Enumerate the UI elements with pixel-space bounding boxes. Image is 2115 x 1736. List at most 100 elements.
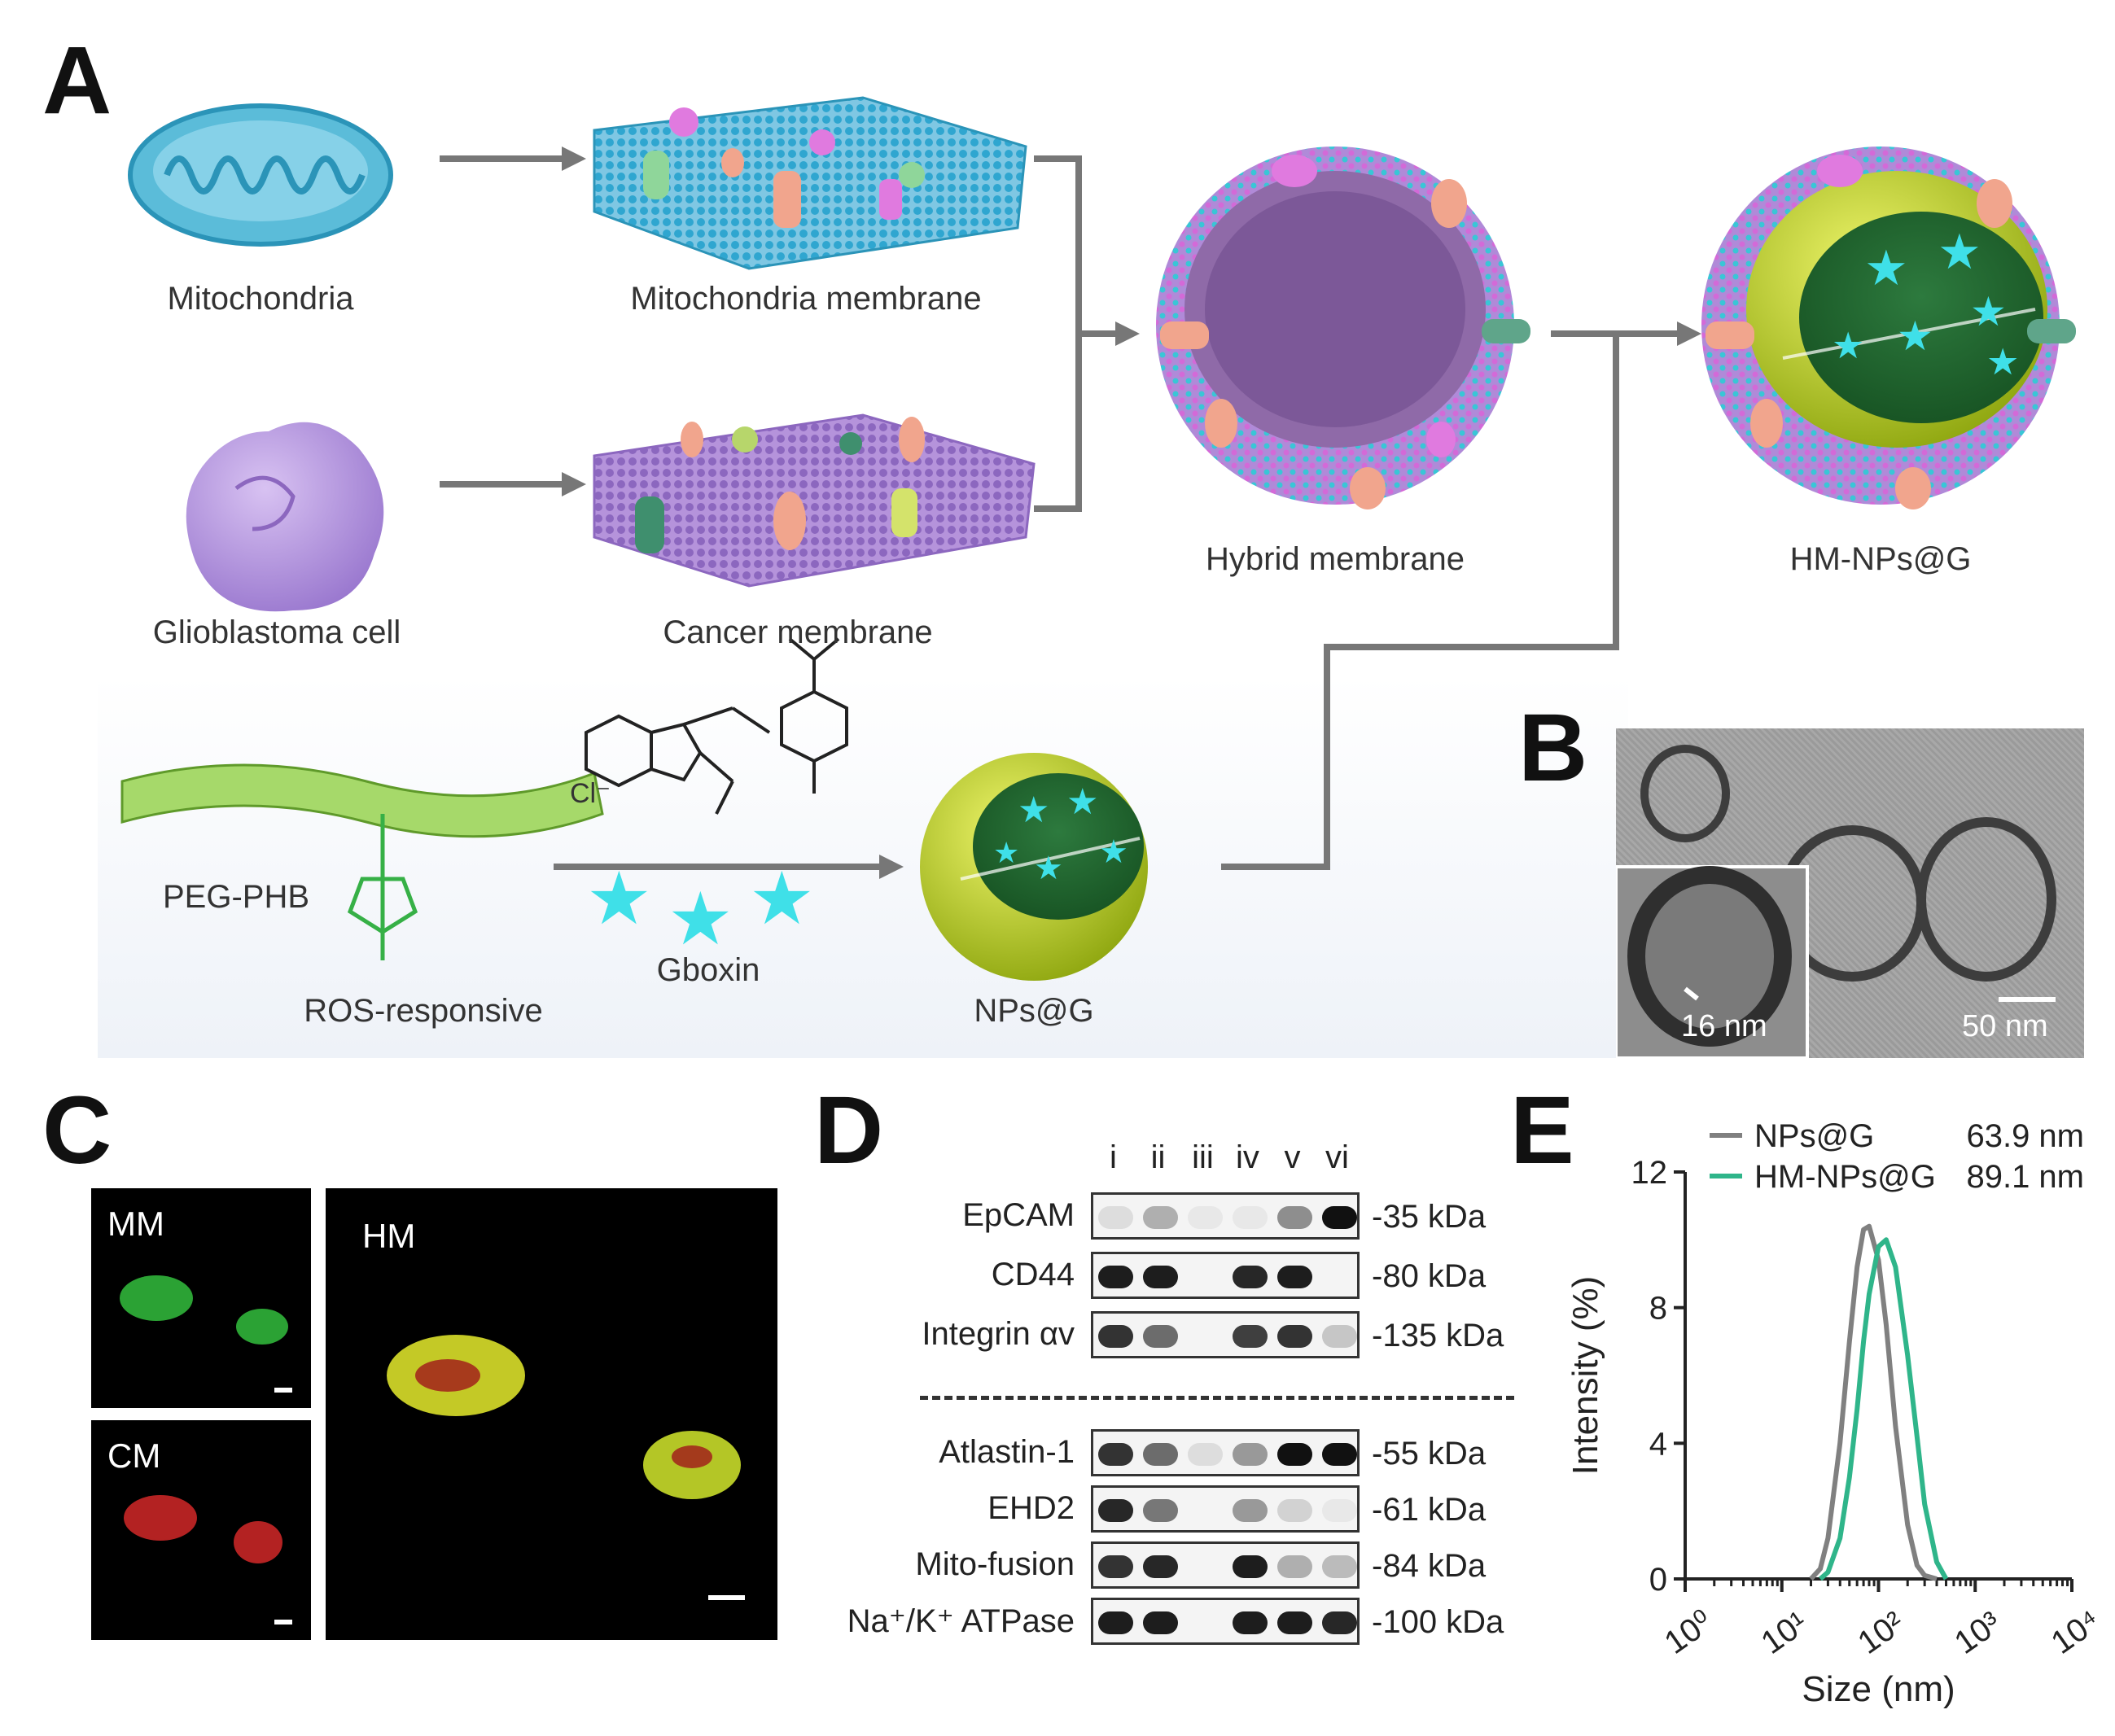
tem-particles [1614,745,2056,1060]
legend-name-2: HM-NPs@G [1754,1159,1936,1195]
caption-gboxin: Gboxin [656,952,760,988]
blot-band [1277,1443,1312,1466]
cm-signal [124,1495,282,1563]
scale-bar-main [1999,997,2056,1002]
x-axis-label: Size (nm) [1802,1669,1955,1709]
svg-text:★: ★ [668,879,733,960]
blot-strip [1091,1252,1360,1299]
blot-row-kda: -35 kDa [1372,1199,1487,1235]
svg-text:★: ★ [1897,313,1933,359]
caption-hm-nps: HM-NPs@G [1789,541,1972,577]
blot-strip [1091,1311,1360,1358]
blot-strip [1091,1541,1360,1589]
blot-band [1098,1555,1133,1578]
blot-band [1322,1611,1357,1634]
scale-bar-hm [708,1595,745,1600]
caption-mitochondria: Mitochondria [167,281,354,317]
blot-band [1143,1499,1178,1522]
lane-label-3: iii [1192,1139,1214,1175]
x-tick-label: 10³ [1948,1605,2008,1661]
blot-band [1098,1443,1133,1466]
scale-bar-mm [274,1388,292,1393]
legend-name-1: NPs@G [1754,1123,1874,1154]
nps-g-illustration: ★★ ★★ ★ [920,753,1148,981]
legend-size-2: 89.1 nm [1966,1159,2084,1195]
svg-text:★: ★ [749,859,815,940]
blot-band [1233,1266,1268,1288]
svg-text:★: ★ [993,836,1019,869]
blot-band [1233,1499,1268,1522]
blot-band [1098,1499,1133,1522]
caption-peg-phb: PEG-PHB [163,879,310,915]
hm-nps-illustration: ★★ ★★ ★★ [1701,146,2076,509]
legend-size-1: 63.9 nm [1966,1123,2084,1154]
blot-row-label: Integrin αv [922,1316,1075,1352]
mitochondria-membrane-illustration [593,96,1027,270]
scale-label-inset: 16 nm [1681,1009,1767,1043]
fluorescence-cm-label: CM [107,1436,161,1475]
fluorescence-mm-label: MM [107,1205,164,1243]
blot-band [1233,1325,1268,1348]
blot-band [1143,1555,1178,1578]
panel-label-c: C [42,1077,112,1184]
blot-band [1143,1611,1178,1634]
x-tick-label: 10² [1851,1605,1911,1661]
y-tick-label: 8 [1649,1291,1667,1327]
blot-band [1098,1611,1133,1634]
arrows [440,146,1701,879]
blot-divider [920,1396,1514,1400]
blot-row-kda: -80 kDa [1372,1258,1487,1294]
blot-band [1233,1611,1268,1634]
series-line-2 [1819,1237,1949,1581]
blot-row-kda: -55 kDa [1372,1436,1487,1471]
blot-band [1322,1555,1357,1578]
caption-mitochondria-membrane: Mitochondria membrane [630,281,982,317]
svg-text:★: ★ [1864,241,1908,295]
gboxin-molecule-illustration [585,637,848,815]
caption-glioblastoma-cell: Glioblastoma cell [152,614,401,650]
caption-nps-g: NPs@G [974,993,1094,1029]
blot-band [1098,1206,1133,1229]
blot-band [1277,1266,1312,1288]
peg-phb-polymer-illustration [120,763,604,960]
blot-band [1143,1443,1178,1466]
gboxin-stars: ★ ★ ★ [586,859,815,960]
blot-band [1322,1206,1357,1229]
mm-signal [120,1275,288,1345]
blot-band [1233,1206,1268,1229]
panel-label-a: A [42,27,112,134]
scale-bar-cm [274,1620,292,1624]
tem-image: 16 nm 50 nm [1614,728,2084,1060]
blot-band [1233,1443,1268,1466]
blot-row-label: EpCAM [962,1197,1075,1233]
svg-text:★: ★ [1018,790,1049,830]
lane-label-4: iv [1236,1139,1259,1175]
svg-text:★: ★ [1938,225,1981,279]
glioblastoma-cell-illustration [186,422,384,612]
fluorescence-hm-label: HM [362,1217,416,1255]
y-tick-label: 4 [1649,1426,1667,1462]
blot-strip [1091,1429,1360,1476]
x-tick-label: 10⁰ [1658,1603,1719,1661]
blot-band [1277,1206,1312,1229]
blot-row-label: CD44 [991,1257,1075,1292]
lane-label-1: i [1110,1139,1117,1175]
lane-label-2: ii [1150,1139,1166,1175]
blot-row-kda: -135 kDa [1372,1318,1504,1353]
blot-band [1277,1611,1312,1634]
blot-strip [1091,1485,1360,1533]
svg-text:★: ★ [1099,834,1128,870]
blot-band [1277,1499,1312,1522]
fluorescence-hm: HM [326,1188,777,1640]
blot-row-label: Na⁺/K⁺ ATPase [847,1603,1075,1639]
svg-text:★: ★ [1832,325,1864,366]
lane-label-6: vi [1325,1139,1349,1175]
y-tick-label: 12 [1631,1155,1668,1191]
panel-label-e: E [1510,1077,1574,1184]
svg-text:★: ★ [1034,851,1063,886]
svg-text:★: ★ [1970,289,2007,335]
series-line-1 [1809,1223,1938,1581]
mitochondria-illustration [128,103,393,247]
